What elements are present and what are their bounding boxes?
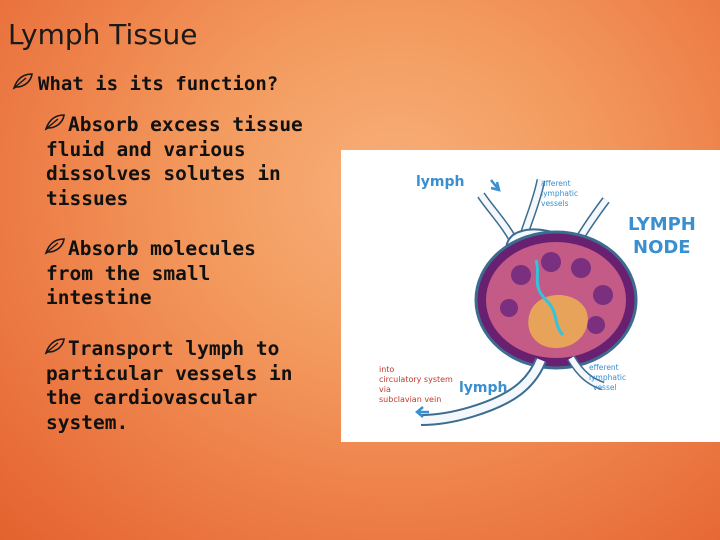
lymph-node-illustration: lymph afferent lymphatic vessels LYMPH N…	[379, 174, 696, 426]
bullet-question: What is its function?	[12, 72, 278, 96]
leaf-bullet-icon	[12, 73, 33, 90]
point-1-text: Absorb excess tissue fluid and various d…	[46, 113, 358, 211]
bullet-point-3: Transport lymph to particular vessels in…	[44, 337, 358, 435]
lymph-node-diagram: lymph afferent lymphatic vessels LYMPH N…	[341, 150, 720, 442]
question-text: What is its function?	[38, 73, 279, 95]
point-1-line-3: dissolves solutes in	[46, 162, 281, 185]
point-1-line-2: fluid and various	[46, 137, 246, 161]
point-3-line-1: Transport lymph to	[68, 337, 280, 360]
point-2-text: Absorb molecules from the small intestin…	[46, 237, 358, 311]
label-node-2: NODE	[633, 237, 691, 258]
bullet-point-2: Absorb molecules from the small intestin…	[44, 237, 358, 311]
label-lymph-top: lymph	[416, 174, 465, 190]
label-node-1: LYMPH	[628, 214, 696, 235]
label-into-4: subclavian vein	[379, 395, 441, 404]
point-3-line-2: particular vessels in	[46, 361, 293, 385]
point-1-line-1: Absorb excess tissue	[68, 113, 303, 136]
bullet-point-1: Absorb excess tissue fluid and various d…	[44, 113, 358, 211]
slide-title: Lymph Tissue	[8, 18, 198, 51]
label-efferent-3: vessel	[593, 383, 617, 392]
point-2-line-3: intestine	[46, 286, 152, 309]
point-2-line-1: Absorb molecules	[68, 237, 256, 260]
label-into-2: circulatory system	[379, 375, 453, 384]
point-2-line-2: from the small	[46, 261, 211, 285]
leaf-bullet-icon	[44, 238, 65, 255]
label-efferent-1: efferent	[589, 363, 619, 372]
point-3-text: Transport lymph to particular vessels in…	[46, 337, 358, 435]
label-into-3: via	[379, 385, 391, 394]
label-afferent-3: vessels	[541, 199, 569, 208]
point-1-line-4: tissues	[46, 186, 129, 210]
label-afferent-2: lymphatic	[541, 189, 578, 198]
label-lymph-bottom: lymph	[459, 380, 508, 396]
arrow-in-icon	[490, 179, 501, 192]
point-3-line-4: system.	[46, 410, 129, 434]
leaf-bullet-icon	[44, 114, 65, 131]
label-afferent-1: afferent	[541, 179, 571, 188]
leaf-bullet-icon	[44, 338, 65, 355]
point-3-line-3: the cardiovascular	[46, 386, 258, 409]
label-into-1: into	[379, 365, 394, 374]
label-efferent-2: lymphatic	[589, 373, 626, 382]
arrow-out-icon	[415, 406, 429, 418]
